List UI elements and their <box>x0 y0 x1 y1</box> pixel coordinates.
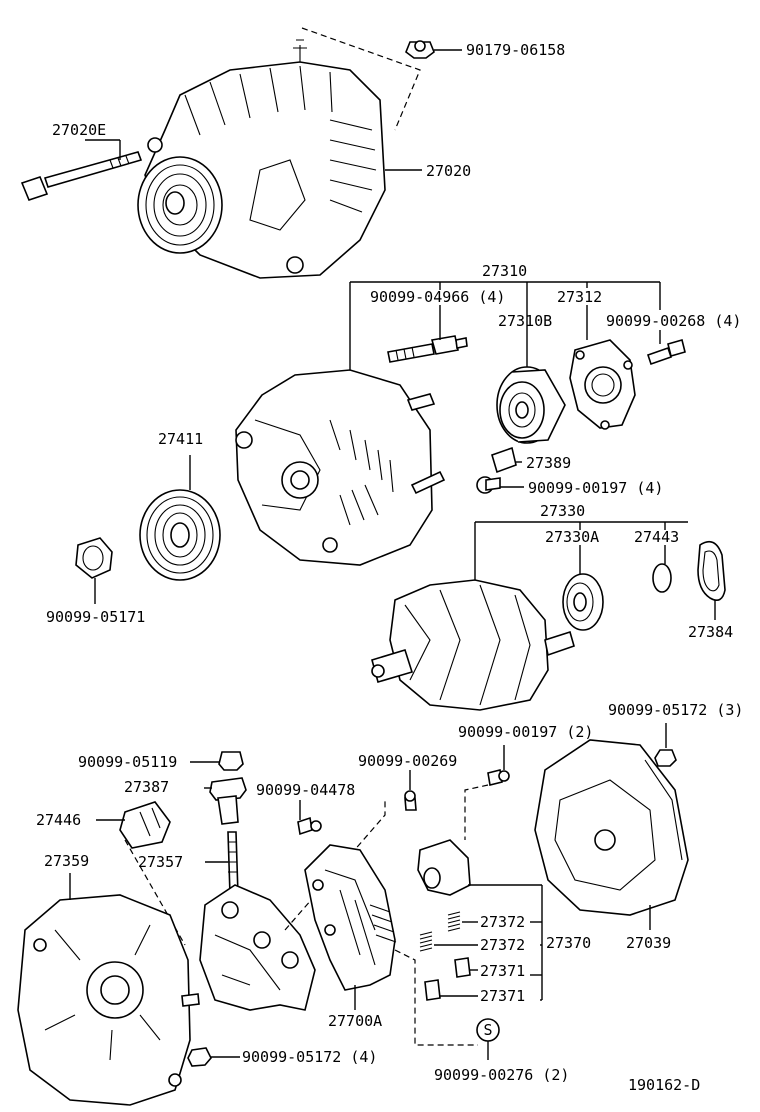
label-90099-00197-4: 90099-00197 (4) <box>528 479 663 497</box>
rotor-bearing-27330A <box>562 573 604 631</box>
label-27446: 27446 <box>36 811 81 829</box>
label-27310B: 27310B <box>498 312 552 330</box>
label-90099-00197-2: 90099-00197 (2) <box>458 723 593 741</box>
nut-90099-05172-3 <box>654 749 677 767</box>
diagram-id: 190162-D <box>628 1076 700 1094</box>
label-90099-00276: 90099-00276 (2) <box>434 1066 569 1084</box>
stud-bolt-90099-04966 <box>387 335 468 363</box>
cover-27389 <box>491 446 517 474</box>
label-27387: 27387 <box>124 778 169 796</box>
label-90099-05171: 90099-05171 <box>46 608 145 626</box>
label-90179-06158: 90179-06158 <box>466 41 565 59</box>
drive-end-frame-illustration <box>235 369 446 566</box>
alternator-assembly-illustration <box>137 39 386 279</box>
label-90099-05172-3: 90099-05172 (3) <box>608 701 743 719</box>
s-marker: S <box>476 1018 500 1042</box>
label-27370: 27370 <box>546 934 591 952</box>
label-27039: 27039 <box>626 934 671 952</box>
label-27357: 27357 <box>138 853 183 871</box>
label-27443: 27443 <box>634 528 679 546</box>
label-27330A: 27330A <box>545 528 599 546</box>
label-90099-05119: 90099-05119 <box>78 753 177 771</box>
label-90099-05172-4: 90099-05172 (4) <box>242 1048 377 1066</box>
label-27359: 27359 <box>44 852 89 870</box>
label-27310: 27310 <box>482 262 527 280</box>
spring-27372-upper <box>447 911 461 932</box>
brush-27371-upper <box>454 957 471 978</box>
label-27371-lower: 27371 <box>480 987 525 1005</box>
label-27700A: 27700A <box>328 1012 382 1030</box>
label-27020E: 27020E <box>52 121 106 139</box>
label-27312: 27312 <box>557 288 602 306</box>
label-90099-04478: 90099-04478 <box>256 781 355 799</box>
s-marker-label: S <box>483 1021 492 1039</box>
bearing-27310B <box>496 366 566 444</box>
label-27389: 27389 <box>526 454 571 472</box>
screw-90099-00197-2 <box>487 769 510 786</box>
terminal-cap-27446 <box>119 801 171 849</box>
spring-27372-lower <box>419 931 433 952</box>
screw-90099-04478 <box>297 816 322 836</box>
pulley-nut-90099-05171 <box>75 537 113 579</box>
pulley-27411 <box>139 489 221 581</box>
nut-90179-06158 <box>405 40 435 59</box>
voltage-regulator-27700A <box>304 844 397 991</box>
nut-90099-05172-4 <box>187 1047 212 1067</box>
screw-90099-00197-4 <box>476 476 501 494</box>
label-90099-04966: 90099-04966 (4) <box>370 288 505 306</box>
rotor-27330 <box>371 579 575 711</box>
retainer-plate-27312 <box>569 339 636 430</box>
label-27371-upper: 27371 <box>480 962 525 980</box>
through-bolt-27020E <box>20 151 143 201</box>
label-27372-lower: 27372 <box>480 936 525 954</box>
rear-end-frame-27359 <box>17 894 200 1106</box>
label-90099-00269: 90099-00269 <box>358 752 457 770</box>
cover-ring-27443 <box>652 563 672 593</box>
rear-cover-27039 <box>534 739 689 916</box>
screw-90099-00269 <box>404 790 417 811</box>
label-27411: 27411 <box>158 430 203 448</box>
label-27384: 27384 <box>688 623 733 641</box>
label-27372-upper: 27372 <box>480 913 525 931</box>
label-90099-00268: 90099-00268 (4) <box>606 312 741 330</box>
label-27330: 27330 <box>540 502 585 520</box>
terminal-insulator-27387 <box>209 777 247 825</box>
ring-27384 <box>697 540 726 601</box>
nut-90099-05119 <box>218 751 244 771</box>
label-27020: 27020 <box>426 162 471 180</box>
brush-27371-lower <box>424 979 441 1001</box>
rectifier-27357-assembly <box>199 884 316 1011</box>
screw-90099-00268 <box>646 339 686 366</box>
brush-holder-27370 <box>417 839 471 896</box>
